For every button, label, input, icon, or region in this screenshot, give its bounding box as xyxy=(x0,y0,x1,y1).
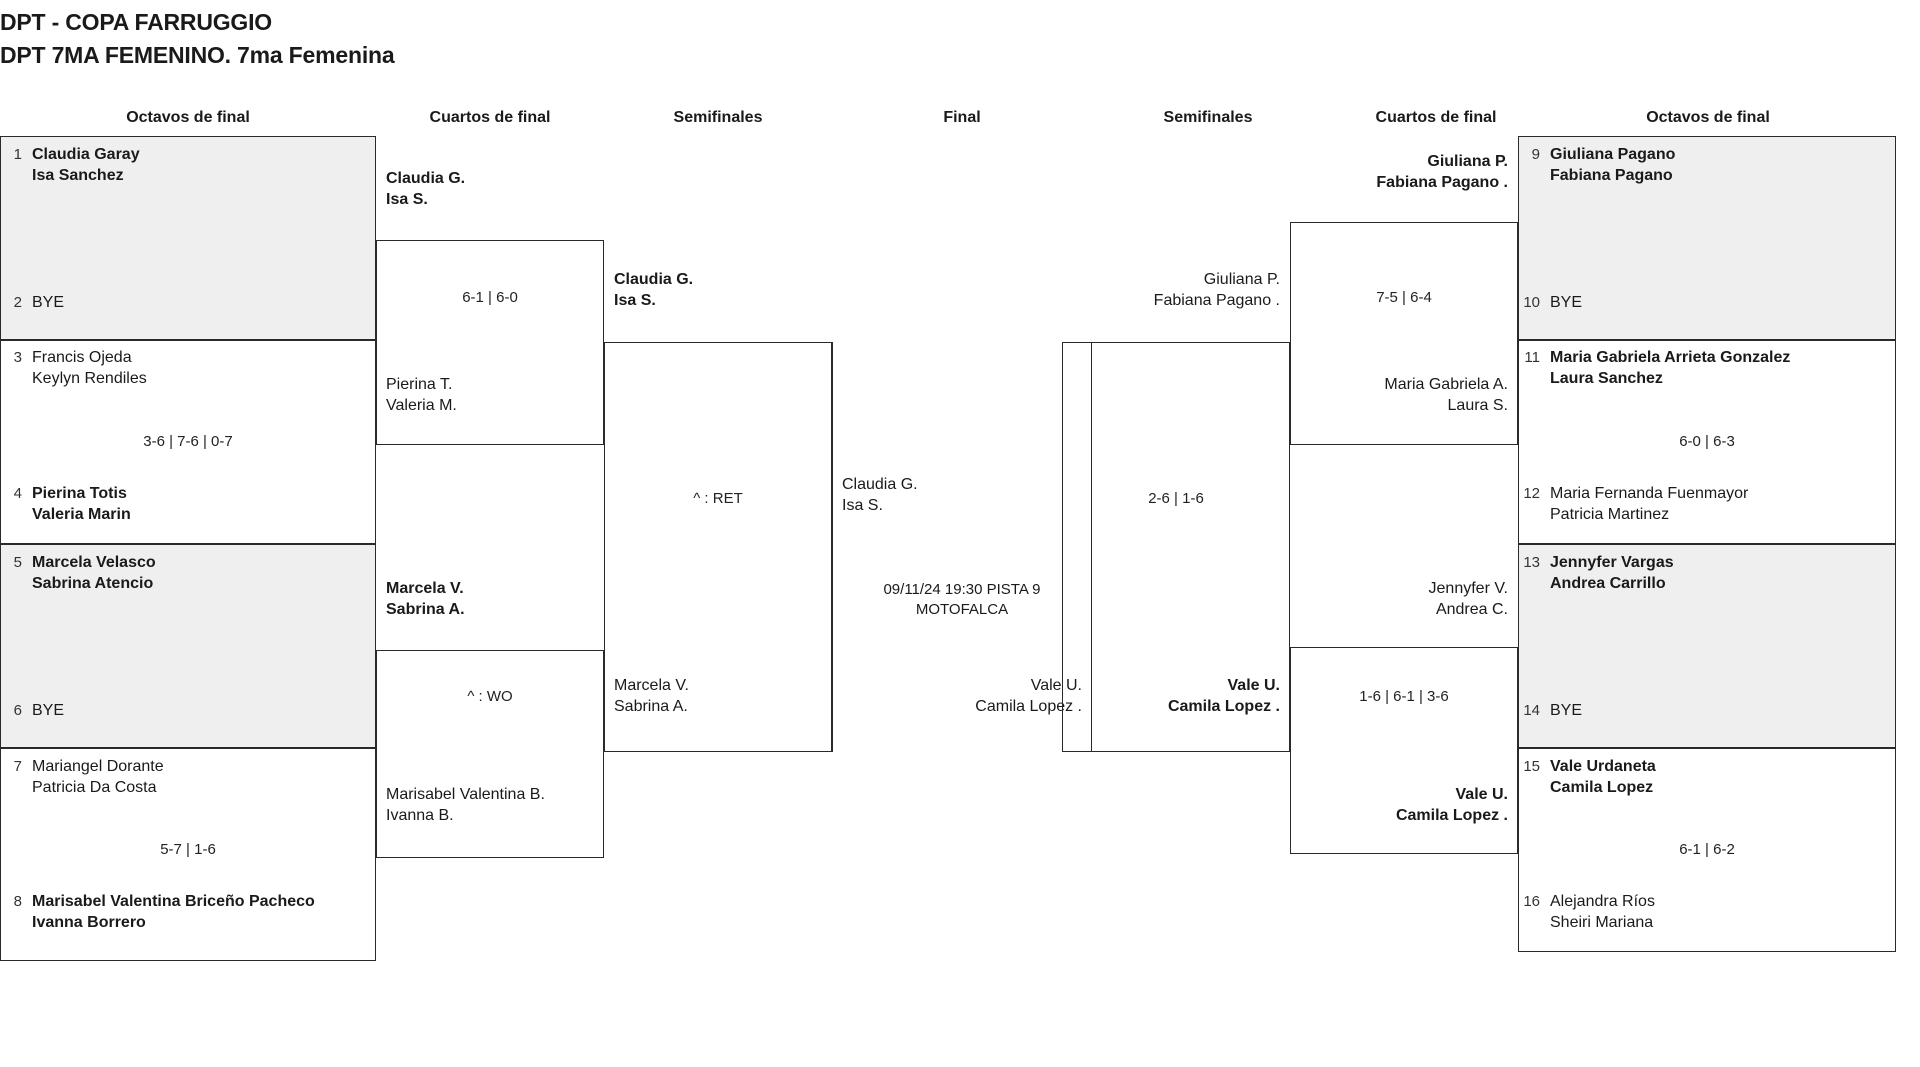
team-name: BYE xyxy=(32,702,65,719)
match-box-left-qf-1[interactable] xyxy=(376,240,604,445)
team-entry-seed-8[interactable]: 8 Marisabel Valentina Briceño Pacheco Iv… xyxy=(0,892,376,933)
team-name: Marisabel Valentina Briceño Pacheco Ivan… xyxy=(32,893,315,931)
seed-number: 8 xyxy=(13,893,22,910)
match-score-right-r16-4: 6-1 | 6-2 xyxy=(1679,841,1735,858)
match-box-left-r16-4[interactable] xyxy=(0,748,376,961)
team-entry-seed-14[interactable]: 14 BYE xyxy=(1518,701,1896,722)
team-name-right-qf-2-a[interactable]: Jennyfer V. Andrea C. xyxy=(1428,580,1508,618)
team-name-right-qf-1-a[interactable]: Giuliana P. Fabiana Pagano . xyxy=(1376,153,1508,191)
team-name: Alejandra Ríos Sheiri Mariana xyxy=(1550,893,1655,931)
team-name: BYE xyxy=(1550,702,1583,719)
tournament-name: DPT - COPA FARRUGGIO xyxy=(0,9,273,35)
match-box-right-r16-4[interactable] xyxy=(1518,748,1896,952)
seed-number: 4 xyxy=(13,485,22,502)
team-name-left-sf-b[interactable]: Marcela V. Sabrina A. xyxy=(614,677,689,715)
match-box-right-qf-1[interactable] xyxy=(1290,222,1518,445)
match-score-right-r16-2: 6-0 | 6-3 xyxy=(1679,433,1735,450)
final-schedule: 09/11/24 19:30 PISTA 9 MOTOFALCA xyxy=(883,581,1041,618)
team-name-right-sf-b[interactable]: Vale U. Camila Lopez . xyxy=(1167,677,1280,715)
team-entry-seed-16[interactable]: 16 Alejandra Ríos Sheiri Mariana xyxy=(1518,892,1896,933)
seed-number: 7 xyxy=(13,758,22,775)
match-box-left-r16-2[interactable] xyxy=(0,340,376,544)
team-name: Mariangel Dorante Patricia Da Costa xyxy=(32,758,164,796)
page-title: DPT - COPA FARRUGGIO DPT 7MA FEMENINO. 7… xyxy=(0,6,395,72)
seed-number: 2 xyxy=(13,294,22,311)
team-name-final-a[interactable]: Claudia G. Isa S. xyxy=(842,476,918,514)
team-name: Maria Fernanda Fuenmayor Patricia Martin… xyxy=(1550,485,1749,523)
match-box-left-sf-1[interactable] xyxy=(604,342,832,752)
seed-number: 6 xyxy=(13,702,22,719)
team-entry-seed-12[interactable]: 12 Maria Fernanda Fuenmayor Patricia Mar… xyxy=(1518,484,1896,525)
seed-number: 14 xyxy=(1523,702,1540,719)
round-header-left-qf: Cuartos de final xyxy=(429,109,551,126)
match-score-right-qf-2: 1-6 | 6-1 | 3-6 xyxy=(1359,688,1449,705)
seed-number: 1 xyxy=(13,146,22,163)
round-header-final: Final xyxy=(943,109,981,126)
seed-number: 9 xyxy=(1531,146,1540,163)
team-name-left-qf-2-a[interactable]: Marcela V. Sabrina A. xyxy=(386,580,465,618)
match-box-right-sf-1[interactable] xyxy=(1062,342,1290,752)
team-name-right-sf-a[interactable]: Giuliana P. Fabiana Pagano . xyxy=(1153,271,1280,309)
seed-number: 16 xyxy=(1523,893,1540,910)
round-header-left-r16: Octavos de final xyxy=(126,109,250,126)
category-name: DPT 7MA FEMENINO. 7ma Femenina xyxy=(0,42,395,68)
team-name-right-qf-1-b[interactable]: Maria Gabriela A. Laura S. xyxy=(1384,376,1508,414)
seed-number: 15 xyxy=(1523,758,1540,775)
team-entry-seed-9[interactable]: 9 Giuliana Pagano Fabiana Pagano xyxy=(1518,145,1896,186)
round-header-right-sf: Semifinales xyxy=(1163,109,1253,126)
team-entry-seed-1[interactable]: 1 Claudia Garay Isa Sanchez xyxy=(0,145,376,186)
team-entry-seed-2[interactable]: 2 BYE xyxy=(0,293,376,314)
match-score-left-r16-2: 3-6 | 7-6 | 0-7 xyxy=(143,433,233,450)
team-name-final-b[interactable]: Vale U. Camila Lopez . xyxy=(975,677,1082,715)
team-name: Pierina Totis Valeria Marin xyxy=(32,485,131,523)
match-box-left-r16-3[interactable] xyxy=(0,544,376,748)
team-name: Claudia Garay Isa Sanchez xyxy=(32,146,140,184)
match-score-left-qf-1: 6-1 | 6-0 xyxy=(462,289,518,306)
match-box-right-r16-2[interactable] xyxy=(1518,340,1896,544)
team-entry-seed-5[interactable]: 5 Marcela Velasco Sabrina Atencio xyxy=(0,553,376,594)
seed-number: 3 xyxy=(13,349,22,366)
team-entry-seed-11[interactable]: 11 Maria Gabriela Arrieta Gonzalez Laura… xyxy=(1518,348,1896,389)
team-name: BYE xyxy=(1550,294,1583,311)
team-entry-seed-13[interactable]: 13 Jennyfer Vargas Andrea Carrillo xyxy=(1518,553,1896,594)
team-entry-seed-15[interactable]: 15 Vale Urdaneta Camila Lopez xyxy=(1518,757,1896,798)
seed-number: 5 xyxy=(13,554,22,571)
match-score-left-r16-4: 5-7 | 1-6 xyxy=(160,841,216,858)
team-name: Giuliana Pagano Fabiana Pagano xyxy=(1550,146,1676,184)
team-name-left-sf-a[interactable]: Claudia G. Isa S. xyxy=(614,271,694,309)
team-name: Francis Ojeda Keylyn Rendiles xyxy=(32,349,147,387)
round-header-left-sf: Semifinales xyxy=(673,109,763,126)
team-name-left-qf-1-a[interactable]: Claudia G. Isa S. xyxy=(386,170,466,208)
match-box-right-r16-1[interactable] xyxy=(1518,136,1896,340)
match-box-right-r16-3[interactable] xyxy=(1518,544,1896,748)
team-name: Marcela Velasco Sabrina Atencio xyxy=(32,554,156,592)
seed-number: 10 xyxy=(1523,294,1540,311)
seed-number: 13 xyxy=(1523,554,1540,571)
team-name-right-qf-2-b[interactable]: Vale U. Camila Lopez . xyxy=(1395,786,1508,824)
team-name: BYE xyxy=(32,294,65,311)
team-name: Vale Urdaneta Camila Lopez xyxy=(1550,758,1656,796)
team-name: Jennyfer Vargas Andrea Carrillo xyxy=(1550,554,1674,592)
match-score-right-sf: 2-6 | 1-6 xyxy=(1148,490,1204,507)
team-entry-seed-4[interactable]: 4 Pierina Totis Valeria Marin xyxy=(0,484,376,525)
team-entry-seed-3[interactable]: 3 Francis Ojeda Keylyn Rendiles xyxy=(0,348,376,389)
match-box-right-qf-2[interactable] xyxy=(1290,647,1518,854)
match-box-final[interactable] xyxy=(832,342,1092,752)
team-name: Maria Gabriela Arrieta Gonzalez Laura Sa… xyxy=(1550,349,1791,387)
match-box-left-qf-2[interactable] xyxy=(376,650,604,858)
team-entry-seed-6[interactable]: 6 BYE xyxy=(0,701,376,722)
team-entry-seed-7[interactable]: 7 Mariangel Dorante Patricia Da Costa xyxy=(0,757,376,798)
seed-number: 11 xyxy=(1524,349,1540,366)
round-header-right-r16: Octavos de final xyxy=(1646,109,1770,126)
match-score-left-qf-2: ^ : WO xyxy=(467,688,513,705)
match-score-left-sf: ^ : RET xyxy=(693,490,743,507)
round-header-right-qf: Cuartos de final xyxy=(1375,109,1497,126)
team-entry-seed-10[interactable]: 10 BYE xyxy=(1518,293,1896,314)
team-name-left-qf-2-b[interactable]: Marisabel Valentina B. Ivanna B. xyxy=(386,786,545,824)
match-box-left-r16-1[interactable] xyxy=(0,136,376,340)
match-score-right-qf-1: 7-5 | 6-4 xyxy=(1376,289,1432,306)
team-name-left-qf-1-b[interactable]: Pierina T. Valeria M. xyxy=(386,376,457,414)
seed-number: 12 xyxy=(1523,485,1540,502)
